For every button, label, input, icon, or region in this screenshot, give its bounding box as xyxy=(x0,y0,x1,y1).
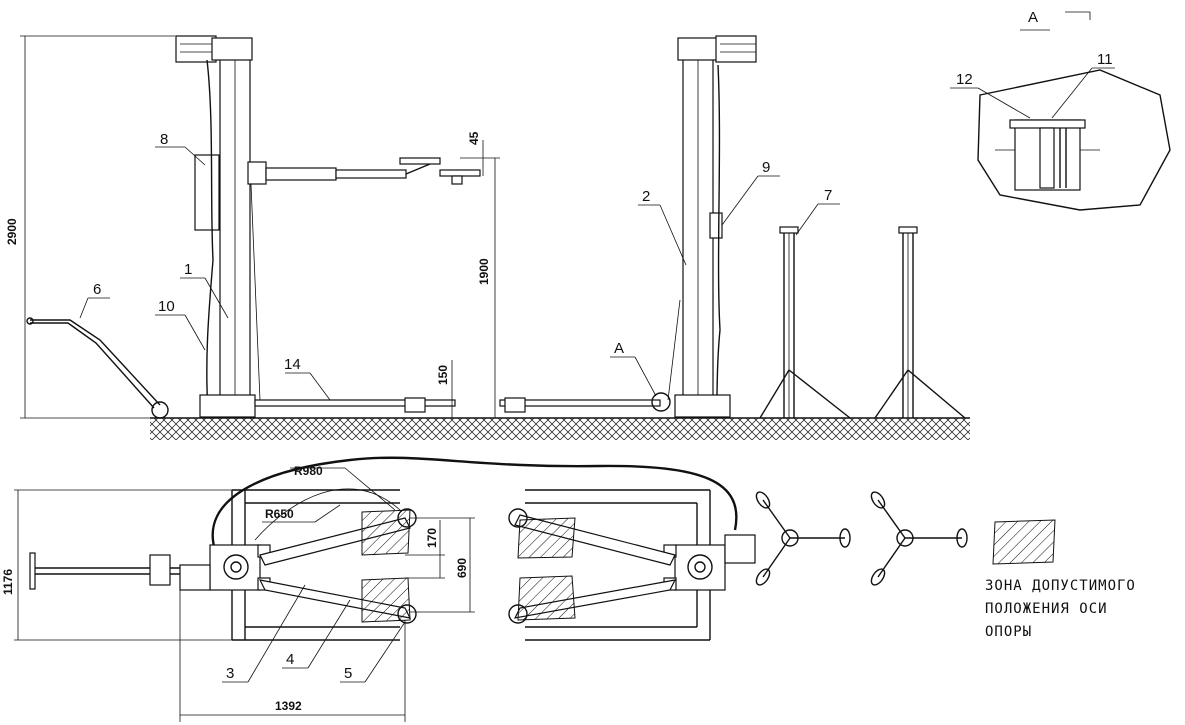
left-post xyxy=(175,35,261,418)
legend-line-3: ОПОРЫ xyxy=(985,624,1032,640)
dim-text-2900: 2900 xyxy=(5,218,19,245)
motor-left xyxy=(175,35,217,63)
dim-text-1176: 1176 xyxy=(1,569,15,595)
callout-3: 3 xyxy=(226,665,234,682)
dim-150: 150 xyxy=(436,360,453,418)
motor-right xyxy=(715,35,757,63)
callout-4: 4 xyxy=(286,651,294,668)
dim-2900: 2900 xyxy=(5,35,175,419)
pump-handle xyxy=(26,317,169,419)
plan-view: R980 R650 690 170 1176 1392 3 4 5 xyxy=(1,456,756,722)
callout-A: A xyxy=(614,340,624,357)
right-post xyxy=(667,35,757,418)
support-stand-2 xyxy=(874,226,966,419)
dim-45: 45 xyxy=(467,131,484,176)
callout-1: 1 xyxy=(184,261,192,278)
callout-14: 14 xyxy=(284,356,301,373)
callout-2: 2 xyxy=(642,188,650,205)
stand-footprint-1 xyxy=(755,491,851,586)
callout-12: 12 xyxy=(956,71,973,88)
detail-A-title: A xyxy=(1028,9,1038,26)
dim-text-R980: R980 xyxy=(294,464,323,478)
dim-text-170: 170 xyxy=(425,528,439,548)
callout-6: 6 xyxy=(93,281,101,298)
callout-9: 9 xyxy=(762,159,770,176)
callouts-side: 8 1 10 6 14 2 9 7 A xyxy=(79,131,840,401)
dim-text-150: 150 xyxy=(436,365,450,385)
control-box-9 xyxy=(709,212,723,239)
dim-text-R650: R650 xyxy=(265,507,294,521)
control-box-8 xyxy=(194,154,220,231)
detail-A: A 12 11 xyxy=(950,9,1171,211)
ground xyxy=(150,417,970,440)
dim-text-1392: 1392 xyxy=(275,699,302,713)
legend-hatch-swatch xyxy=(992,519,1056,565)
callout-11: 11 xyxy=(1097,51,1113,68)
raised-arm xyxy=(247,157,481,185)
legend-line-1: ЗОНА ДОПУСТИМОГО xyxy=(985,578,1136,594)
dim-text-690: 690 xyxy=(455,558,469,578)
floor-arms xyxy=(254,392,671,413)
dim-text-45: 45 xyxy=(467,131,481,145)
legend-line-2: ПОЛОЖЕНИЯ ОСИ xyxy=(985,601,1108,617)
callout-8: 8 xyxy=(160,131,168,148)
dim-1900: 1900 xyxy=(460,157,500,418)
dim-text-1900: 1900 xyxy=(477,258,491,285)
stand-footprint-2 xyxy=(870,491,968,586)
callout-7: 7 xyxy=(824,187,832,204)
legend: ЗОНА ДОПУСТИМОГО ПОЛОЖЕНИЯ ОСИ ОПОРЫ xyxy=(985,519,1136,640)
callout-5: 5 xyxy=(344,665,352,682)
support-stand-1 xyxy=(759,226,851,419)
callout-10: 10 xyxy=(158,298,175,315)
